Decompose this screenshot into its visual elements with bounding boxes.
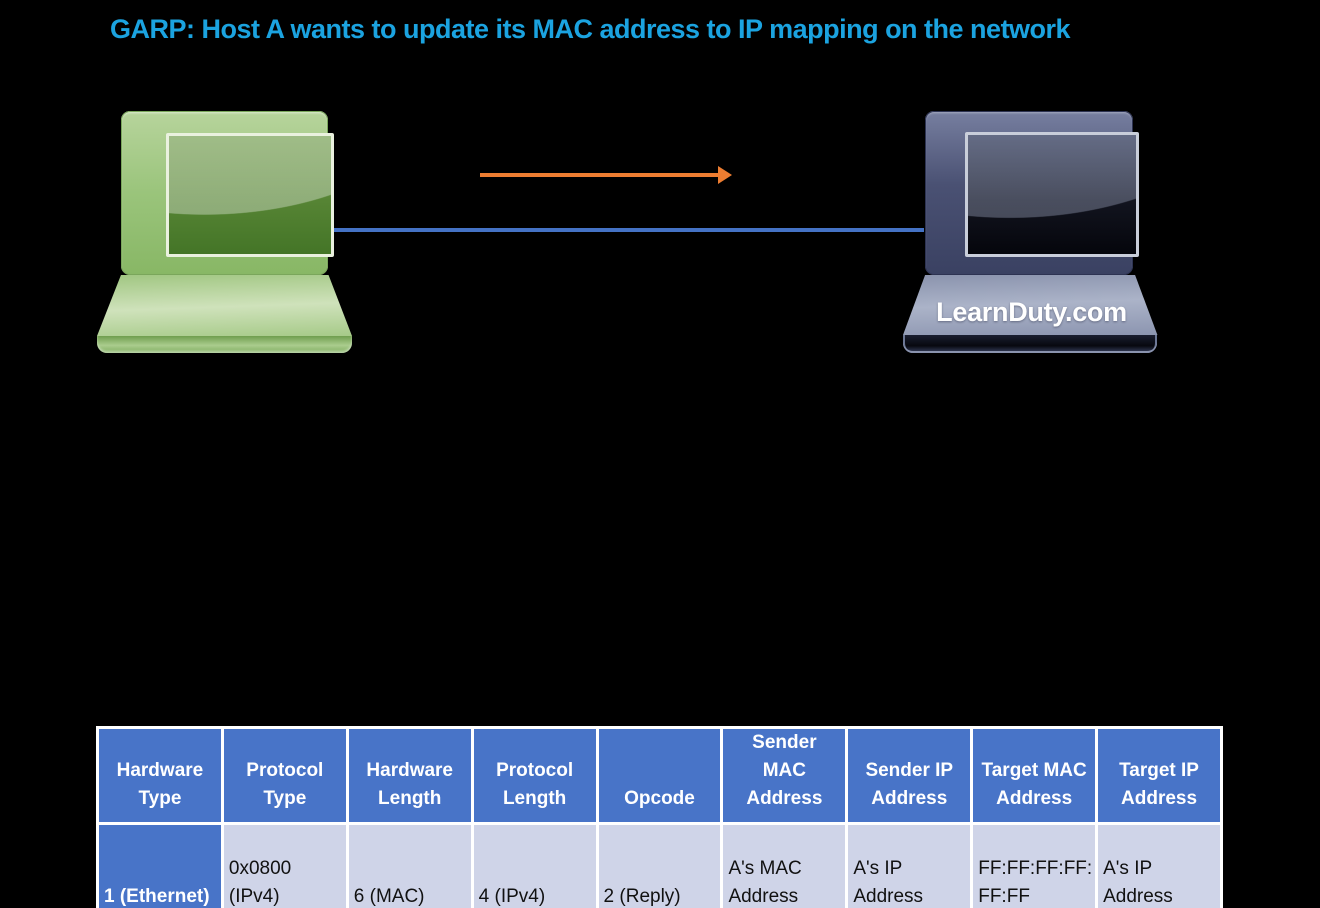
laptop-base — [97, 275, 352, 336]
cell-opcode: 2 (Reply) — [598, 825, 721, 908]
cell-protocol-type: 0x0800 (IPv4) — [223, 825, 346, 908]
column-header-protocol-length: Protocol Length — [473, 729, 596, 822]
column-header-sender-ip: Sender IP Address — [848, 729, 971, 822]
cell-sender-ip: A's IP Address — [848, 825, 971, 908]
laptop-base: LearnDuty.com — [903, 275, 1158, 335]
host-b-label: LearnDuty.com — [936, 297, 1127, 327]
column-header-sender-mac: Sender MAC Address — [723, 729, 846, 822]
cell-protocol-length: 4 (IPv4) — [473, 825, 596, 908]
page-title: GARP: Host A wants to update its MAC add… — [110, 14, 1071, 44]
column-header-opcode: Opcode — [598, 729, 721, 822]
laptop-lid — [121, 111, 334, 275]
column-header-target-mac: Target MAC Address — [973, 729, 1096, 822]
network-link-line — [326, 228, 924, 232]
arrow-head — [718, 166, 732, 184]
laptop-front-edge — [97, 336, 352, 353]
arrow-shaft — [480, 173, 718, 177]
host-b-laptop-icon: LearnDuty.com — [903, 111, 1160, 353]
laptop-front-edge — [903, 335, 1157, 353]
column-header-target-ip: Target IP Address — [1098, 729, 1220, 822]
laptop-lid — [925, 111, 1139, 275]
laptop-screen — [965, 132, 1139, 257]
column-header-hardware-type: Hardware Type — [99, 729, 221, 822]
column-header-protocol-type: Protocol Type — [223, 729, 346, 822]
cell-hardware-length: 6 (MAC) — [348, 825, 471, 908]
column-header-hardware-length: Hardware Length — [348, 729, 471, 822]
host-a-laptop-icon — [97, 111, 352, 353]
cell-hardware-type: 1 (Ethernet) — [99, 825, 221, 908]
arp-packet-table: Hardware Type Protocol Type Hardware Len… — [96, 726, 1223, 908]
cell-sender-mac: A's MAC Address — [723, 825, 846, 908]
cell-target-ip: A's IP Address — [1098, 825, 1220, 908]
laptop-screen — [166, 133, 334, 257]
arrow-right-icon — [480, 166, 732, 184]
cell-target-mac: FF:FF:FF:FF:FF:FF — [973, 825, 1096, 908]
